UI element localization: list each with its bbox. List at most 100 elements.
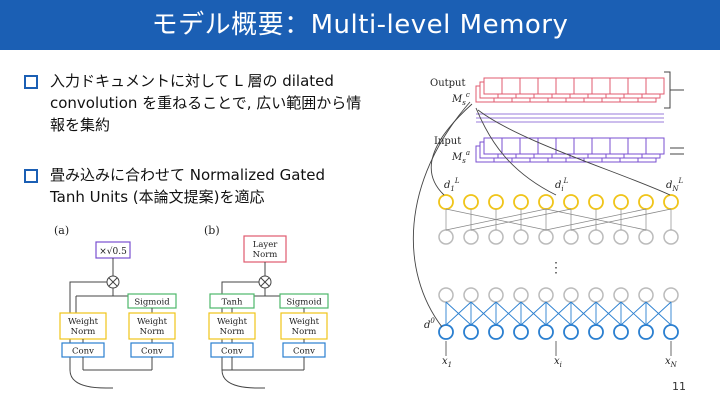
bullet-square-icon [24,169,38,183]
hidden-node [663,229,679,245]
output-memory-cell [645,77,665,95]
input-node [463,324,479,340]
top-node [513,194,529,210]
hidden-node [463,229,479,245]
top-node [563,194,579,210]
skip-arrow [477,109,671,196]
input-node [513,324,529,340]
input-memory-cell [501,137,521,155]
hidden-node [563,287,579,303]
output-memory-cell [627,77,647,95]
input-node [663,324,679,340]
hidden-node [463,287,479,303]
hidden-node [613,229,629,245]
input-label: Input [434,136,461,147]
scale-box-label: ×√0.5 [99,246,127,257]
di-label: diL [555,177,569,193]
slide-title: モデル概要：Multi-level Memory [151,10,569,40]
input-node [538,324,554,340]
top-node [538,194,554,210]
output-memory-cell [609,77,629,95]
output-label: Output [430,78,466,89]
svg-text:Weight: Weight [289,317,320,327]
fig-a-label: (a) [54,224,69,237]
svg-text:Norm: Norm [71,327,96,337]
top-node [588,194,604,210]
output-memory-cell [591,77,611,95]
top-node [438,194,454,210]
x1-label: x1 [442,356,452,369]
d0-label: d0 [424,317,435,331]
sigmoid-label: Sigmoid [134,298,170,308]
input-memory-cell [609,137,629,155]
top-node [463,194,479,210]
output-bracket [664,71,671,109]
svg-text:Norm: Norm [253,250,278,260]
hidden-node [588,287,604,303]
svg-text:Norm: Norm [140,327,165,337]
svg-text:Weight: Weight [68,317,99,327]
layer-norm-box [243,235,287,263]
input-node [638,324,654,340]
svg-text:Weight: Weight [137,317,168,327]
input-node [613,324,629,340]
output-memory-cell [501,77,521,95]
input-memory-cell [555,137,575,155]
input-node [488,324,504,340]
svg-text:Sigmoid: Sigmoid [286,298,322,308]
input-node [563,324,579,340]
bullet-item-2: 畳み込みに合わせて Normalized Gated Tanh Units (本… [24,164,364,208]
top-node [638,194,654,210]
input-memory-cell [573,137,593,155]
input-memory-cell [645,137,665,155]
hidden-node [538,287,554,303]
svg-text:Weight: Weight [217,317,248,327]
gated-units-figure: (a) (b) ×√0.5 Sigmoid Weight Norm Weight… [54,224,329,389]
bullet-square-icon [24,75,38,89]
input-var: Msa [451,149,470,165]
top-node [488,194,504,210]
fig-b-label: (b) [204,224,220,237]
input-memory-cell [627,137,647,155]
output-memory-cell [519,77,539,95]
output-memory-cell [573,77,593,95]
input-memory-cell [591,137,611,155]
hidden-node [538,229,554,245]
input-node [588,324,604,340]
hidden-node [588,229,604,245]
top-node [613,194,629,210]
multi-level-memory-figure: Output Msc Input Msa d1L diL dNL d0 x1 x… [412,71,684,369]
output-memory-cell [537,77,557,95]
svg-text:Conv: Conv [72,347,94,357]
svg-text:Norm: Norm [292,327,317,337]
input-memory-cell [519,137,539,155]
output-memory-cell [483,77,503,95]
weight-norm-box [280,312,328,340]
svg-text:Conv: Conv [293,347,315,357]
skip-arrow [430,103,473,196]
xi-label: xi [554,356,562,369]
hidden-node [563,229,579,245]
skip-arrow [412,101,471,328]
title-bar [0,0,720,50]
hidden-node [638,229,654,245]
bullet-text-2: 畳み込みに合わせて Normalized Gated Tanh Units (本… [50,166,326,206]
hidden-node [513,229,529,245]
vertical-dots: ⋮ [549,260,563,276]
top-node [663,194,679,210]
svg-text:Conv: Conv [221,347,243,357]
svg-text:Norm: Norm [220,327,245,337]
svg-text:Conv: Conv [141,347,163,357]
output-memory-cell [555,77,575,95]
bullet-item-1: 入力ドキュメントに対して L 層の dilated convolution を重… [24,70,364,136]
weight-norm-box [128,312,176,340]
tanh-label: Tanh [221,298,243,308]
xn-label: xN [665,356,678,369]
hidden-node [438,229,454,245]
output-var: Msc [451,91,470,107]
hidden-node [488,287,504,303]
hidden-node [488,229,504,245]
skip-arrow [475,107,557,196]
hidden-node [513,287,529,303]
hidden-node [638,287,654,303]
